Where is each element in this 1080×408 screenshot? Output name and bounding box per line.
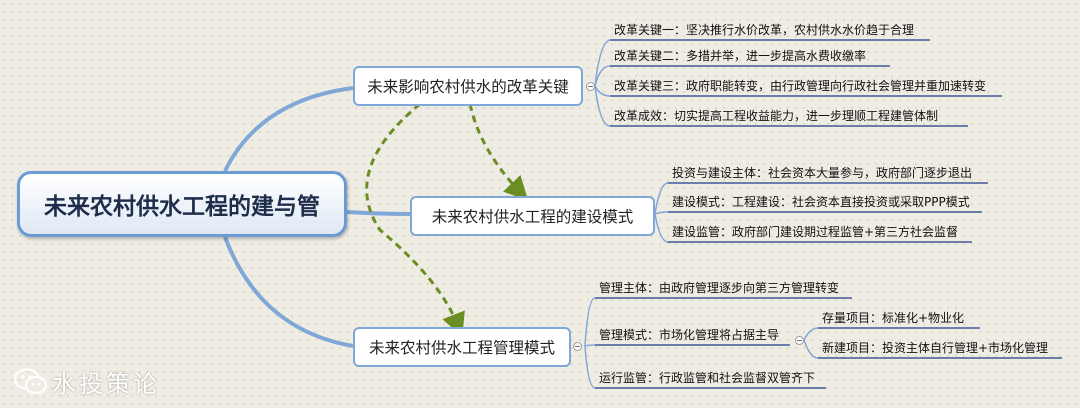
leaf-management-model[interactable]: 管理模式：市场化管理将占据主导 xyxy=(599,328,780,342)
collapse-toggle-branch-1[interactable] xyxy=(586,82,595,91)
b3-leaf-3-link xyxy=(584,345,596,389)
root-topic[interactable]: 未来农村供水工程的建与管 xyxy=(17,171,347,237)
b3-leaf-1-link xyxy=(584,297,596,347)
sub-leaf-2-link xyxy=(803,339,819,359)
collapse-toggle-branch-3[interactable] xyxy=(573,342,582,351)
b1-leaf-1-link xyxy=(594,39,611,87)
leaf-construction-model[interactable]: 建设模式：工程建设：社会资本直接投资或采取PPP模式 xyxy=(672,195,970,209)
collapse-toggle-management-mode[interactable] xyxy=(795,336,804,345)
b2-leaf-2-link xyxy=(654,211,669,215)
watermark: 水投策论 xyxy=(14,364,160,399)
b1-leaf-4-link xyxy=(594,85,611,127)
wechat-icon xyxy=(14,367,48,394)
b3-leaf-2-link xyxy=(584,344,596,347)
subleaf-existing-projects[interactable]: 存量项目：标准化+物业化 xyxy=(822,311,965,325)
branch-management-mode[interactable]: 未来农村供水工程管理模式 xyxy=(353,327,571,367)
arrow-reform-to-construction xyxy=(468,103,529,201)
branch-construction-mode[interactable]: 未来农村供水工程的建设模式 xyxy=(410,196,655,236)
leaf-operation-supervision[interactable]: 运行监管：行政监管和社会监督双管齐下 xyxy=(599,371,816,385)
root-to-branch-1 xyxy=(223,86,354,172)
branch-reform-keys[interactable]: 未来影响农村供水的改革关键 xyxy=(353,66,583,106)
b2-leaf-3-link xyxy=(654,213,669,243)
root-to-branch-2 xyxy=(346,210,411,216)
b2-leaf-1-link xyxy=(654,182,669,215)
b1-leaf-3-link xyxy=(594,85,611,97)
leaf-reform-key-3[interactable]: 改革关键三：政府职能转变，由行政管理向行政社会管理并重加速转变 xyxy=(614,79,987,93)
b1-leaf-2-link xyxy=(594,65,611,87)
leaf-investment-subject[interactable]: 投资与建设主体：社会资本大量参与，政府部门逐步退出 xyxy=(672,166,973,180)
leaf-reform-result[interactable]: 改革成效：切实提高工程收益能力，进一步理顺工程建管体制 xyxy=(614,109,939,123)
subleaf-new-projects[interactable]: 新建项目：投资主体自行管理+市场化管理 xyxy=(822,341,1049,355)
leaf-reform-key-2[interactable]: 改革关键二：多措并举，进一步提高水费收缴率 xyxy=(614,49,867,63)
root-to-branch-3 xyxy=(223,236,354,348)
arrow-reform-to-management xyxy=(365,102,465,338)
leaf-construction-supervision[interactable]: 建设监管：政府部门建设期过程监管+第三方社会监督 xyxy=(672,225,959,239)
leaf-management-subject[interactable]: 管理主体：由政府管理逐步向第三方管理转变 xyxy=(599,281,840,295)
watermark-text: 水投策论 xyxy=(52,370,160,398)
leaf-reform-key-1[interactable]: 改革关键一：坚决推行水价改革，农村供水水价趋于合理 xyxy=(614,23,915,37)
sub-leaf-1-link xyxy=(803,327,819,341)
